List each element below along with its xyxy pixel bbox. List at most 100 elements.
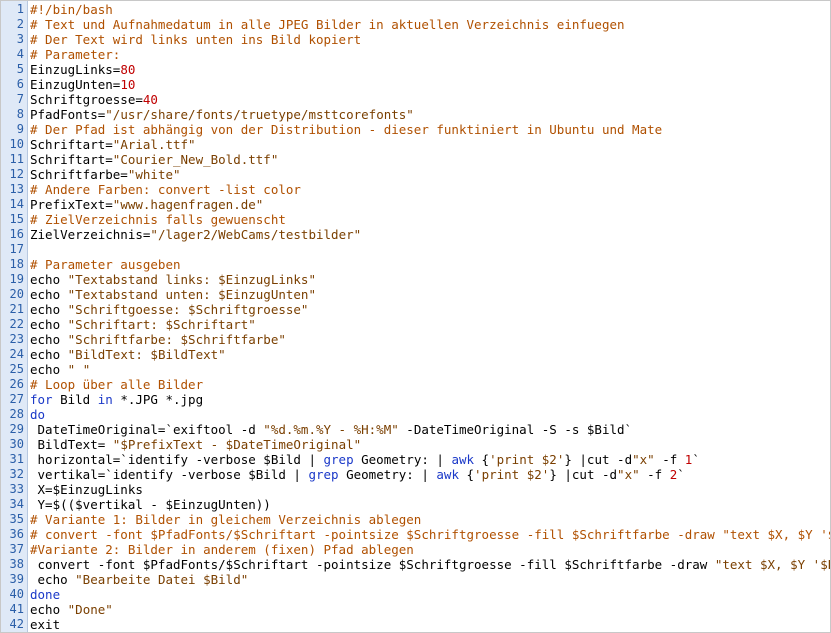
code-line[interactable]: 3# Der Text wird links unten ins Bild ko… <box>1 32 830 47</box>
code-text[interactable]: X=$EinzugLinks <box>27 482 143 497</box>
code-text[interactable]: vertikal=`identify -verbose $Bild | grep… <box>27 467 685 482</box>
code-line[interactable]: 36# convert -font $PfadFonts/$Schriftart… <box>1 527 830 542</box>
code-text[interactable]: # ZielVerzeichnis falls gewuenscht <box>27 212 286 227</box>
code-text[interactable]: for Bild in *.JPG *.jpg <box>27 392 203 407</box>
token-string: " " <box>67 362 91 377</box>
line-number: 29 <box>9 422 24 436</box>
code-text[interactable]: ZielVerzeichnis="/lager2/WebCams/testbil… <box>27 227 361 242</box>
token-keyword: awk <box>436 467 459 482</box>
code-line[interactable]: 30 BildText= "$PrefixText - $DateTimeOri… <box>1 437 830 452</box>
code-text[interactable]: exit <box>27 617 60 632</box>
code-line[interactable]: 34 Y=$(($vertikal - $EinzugUnten)) <box>1 497 830 512</box>
code-line[interactable]: 1#!/bin/bash <box>1 2 830 17</box>
code-text[interactable]: echo "Schriftart: $Schriftart" <box>27 317 256 332</box>
code-text[interactable]: echo "BildText: $BildText" <box>27 347 226 362</box>
code-text[interactable]: Y=$(($vertikal - $EinzugUnten)) <box>27 497 271 512</box>
code-line[interactable]: 26# Loop über alle Bilder <box>1 377 830 392</box>
code-text[interactable] <box>27 242 30 257</box>
token-plain: BildText= <box>30 437 113 452</box>
code-text[interactable]: #Variante 2: Bilder in anderem (fixen) P… <box>27 542 414 557</box>
code-line[interactable]: 33 X=$EinzugLinks <box>1 482 830 497</box>
code-text[interactable]: do <box>27 407 45 422</box>
line-number: 7 <box>16 92 24 106</box>
code-text[interactable]: # Text und Aufnahmedatum in alle JPEG Bi… <box>27 17 625 32</box>
code-text[interactable]: EinzugLinks=80 <box>27 62 135 77</box>
code-text[interactable]: echo "Schriftgoesse: $Schriftgroesse" <box>27 302 308 317</box>
code-text[interactable]: #!/bin/bash <box>27 2 113 17</box>
code-text[interactable]: Schriftfarbe="white" <box>27 167 181 182</box>
code-text[interactable]: done <box>27 587 60 602</box>
code-text[interactable]: # Der Text wird links unten ins Bild kop… <box>27 32 361 47</box>
code-text[interactable]: # Parameter: <box>27 47 120 62</box>
token-string: "/usr/share/fonts/truetype/msttcorefonts… <box>105 107 414 122</box>
code-text[interactable]: echo "Done" <box>27 602 113 617</box>
code-text[interactable]: PfadFonts="/usr/share/fonts/truetype/mst… <box>27 107 414 122</box>
code-line[interactable]: 17 <box>1 242 830 257</box>
code-line[interactable]: 9# Der Pfad ist abhängig von der Distrib… <box>1 122 830 137</box>
code-line[interactable]: 18# Parameter ausgeben <box>1 257 830 272</box>
code-text[interactable]: # convert -font $PfadFonts/$Schriftart -… <box>27 527 830 542</box>
line-number: 42 <box>9 617 24 631</box>
code-line[interactable]: 29 DateTimeOriginal=`exiftool -d "%d.%m.… <box>1 422 830 437</box>
token-plain: EinzugLinks= <box>30 62 121 77</box>
code-text[interactable]: DateTimeOriginal=`exiftool -d "%d.%m.%Y … <box>27 422 633 437</box>
code-text[interactable]: EinzugUnten=10 <box>27 77 135 92</box>
code-line[interactable]: 37#Variante 2: Bilder in anderem (fixen)… <box>1 542 830 557</box>
code-text[interactable]: echo "Textabstand links: $EinzugLinks" <box>27 272 316 287</box>
token-number: 10 <box>120 77 136 92</box>
code-text[interactable]: # Variante 1: Bilder in gleichem Verzeic… <box>27 512 421 527</box>
code-text[interactable]: echo "Textabstand unten: $EinzugUnten" <box>27 287 316 302</box>
code-line[interactable]: 4# Parameter: <box>1 47 830 62</box>
line-number: 30 <box>9 437 24 451</box>
code-line[interactable]: 35# Variante 1: Bilder in gleichem Verze… <box>1 512 830 527</box>
token-keyword: do <box>30 407 46 422</box>
code-text[interactable]: echo "Schriftfarbe: $Schriftfarbe" <box>27 332 286 347</box>
code-text[interactable]: PrefixText="www.hagenfragen.de" <box>27 197 263 212</box>
code-line[interactable]: 13# Andere Farben: convert -list color <box>1 182 830 197</box>
code-line[interactable]: 38 convert -font $PfadFonts/$Schriftart … <box>1 557 830 572</box>
code-text[interactable]: horizontal=`identify -verbose $Bild | gr… <box>27 452 700 467</box>
code-line[interactable]: 31 horizontal=`identify -verbose $Bild |… <box>1 452 830 467</box>
token-plain: -DateTimeOriginal -S -s $Bild` <box>398 422 633 437</box>
code-text[interactable]: # Der Pfad ist abhängig von der Distribu… <box>27 122 662 137</box>
token-plain: PfadFonts= <box>30 107 106 122</box>
code-line[interactable]: 39 echo "Bearbeite Datei $Bild" <box>1 572 830 587</box>
code-text[interactable]: # Parameter ausgeben <box>27 257 181 272</box>
code-text[interactable]: # Andere Farben: convert -list color <box>27 182 301 197</box>
code-line[interactable]: 15# ZielVerzeichnis falls gewuenscht <box>1 212 830 227</box>
code-text[interactable]: BildText= "$PrefixText - $DateTimeOrigin… <box>27 437 362 452</box>
code-line[interactable]: 2# Text und Aufnahmedatum in alle JPEG B… <box>1 17 830 32</box>
code-text[interactable]: convert -font $PfadFonts/$Schriftart -po… <box>27 557 830 572</box>
code-text[interactable]: Schriftgroesse=40 <box>27 92 158 107</box>
code-line[interactable]: 32 vertikal=`identify -verbose $Bild | g… <box>1 467 830 482</box>
code-text[interactable]: Schriftart="Courier_New_Bold.ttf" <box>27 152 278 167</box>
code-text[interactable]: # Loop über alle Bilder <box>27 377 203 392</box>
code-text[interactable]: echo " " <box>27 362 90 377</box>
code-text[interactable]: echo "Bearbeite Datei $Bild" <box>27 572 249 587</box>
line-number: 31 <box>9 452 24 466</box>
code-text[interactable]: Schriftart="Arial.ttf" <box>27 137 196 152</box>
